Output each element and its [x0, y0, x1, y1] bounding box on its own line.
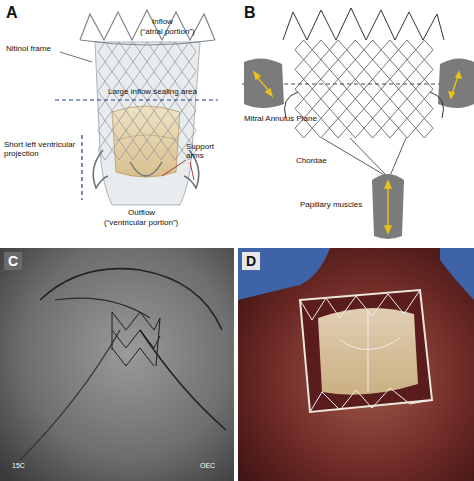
frame-cell	[364, 40, 381, 60]
frame-cell	[330, 79, 347, 99]
panel-letter: B	[244, 4, 256, 22]
frame-cell	[168, 121, 182, 141]
frame-cell	[98, 121, 112, 141]
frame-cell	[312, 40, 329, 60]
frame-cell	[112, 140, 126, 160]
frame-cell	[399, 118, 416, 138]
frame-cell	[364, 118, 381, 138]
frame-cell	[312, 60, 329, 80]
frame-cell	[112, 42, 126, 62]
frame-cell	[112, 121, 126, 141]
frame-cell	[416, 118, 433, 138]
frame-cell	[168, 62, 182, 82]
part-label: Nitinol frame	[6, 44, 51, 53]
frame-cell	[347, 79, 364, 99]
part-label: Outflow	[128, 208, 155, 217]
valve-in-annulus	[242, 8, 474, 239]
frame-cell	[98, 140, 112, 160]
frame-cell	[126, 101, 140, 121]
frame-cell	[399, 60, 416, 80]
frame-cell	[182, 121, 196, 141]
part-label: Mitral Annulus Plane	[244, 114, 328, 123]
frame-cell	[381, 60, 398, 80]
panel-letter: C	[4, 252, 22, 270]
frame-cell	[112, 101, 126, 121]
frame-cell	[347, 40, 364, 60]
image-overlay-text: 15C	[12, 462, 25, 470]
frame-cell	[347, 99, 364, 119]
part-label: Large inflow sealing area	[108, 87, 197, 96]
frame-cell	[154, 140, 168, 160]
frame-cell	[312, 79, 329, 99]
part-label: (“ventricular portion”)	[104, 218, 178, 227]
frame-cell	[399, 40, 416, 60]
frame-cell	[381, 40, 398, 60]
frame-cell	[126, 121, 140, 141]
part-label: Chordae	[296, 156, 327, 165]
frame-cell	[140, 121, 154, 141]
frame-cell	[295, 79, 312, 99]
frame-cell	[154, 62, 168, 82]
frame-cell	[381, 118, 398, 138]
part-label: (“atrial portion”)	[140, 27, 195, 36]
frame-cell	[381, 99, 398, 119]
part-label: Support arms	[186, 142, 232, 160]
frame-cell	[364, 79, 381, 99]
frame-cell	[364, 99, 381, 119]
frame-cell	[140, 62, 154, 82]
frame-cell	[140, 140, 154, 160]
frame-cell	[416, 99, 433, 119]
frame-cell	[416, 79, 433, 99]
part-label: Inflow	[152, 17, 173, 26]
frame-cell	[182, 42, 196, 62]
frame-cell	[154, 101, 168, 121]
frame-cell	[154, 121, 168, 141]
frame-cell	[168, 101, 182, 121]
frame-cell	[112, 62, 126, 82]
frame-cell	[416, 60, 433, 80]
frame-cell	[330, 40, 347, 60]
panel-letter: A	[6, 4, 18, 22]
frame-cell	[399, 79, 416, 99]
frame-cell	[330, 99, 347, 119]
frame-cell	[98, 42, 112, 62]
frame-cell	[168, 42, 182, 62]
part-label: Papillary muscles	[300, 200, 364, 209]
panel-letter: D	[242, 252, 260, 270]
frame-cell	[168, 140, 182, 160]
frame-cell	[140, 101, 154, 121]
frame-cell	[126, 140, 140, 160]
frame-cell	[182, 62, 196, 82]
frame-cell	[182, 101, 196, 121]
frame-cell	[330, 60, 347, 80]
frame-cell	[347, 118, 364, 138]
image-overlay-text: OEC	[200, 462, 215, 470]
part-label: Short left ventricular projection	[4, 140, 78, 158]
frame-cell	[98, 101, 112, 121]
valve-drawing	[55, 10, 218, 205]
frame-cell	[347, 60, 364, 80]
frame-cell	[364, 60, 381, 80]
frame-cell	[399, 99, 416, 119]
explanted-heart-photo	[238, 248, 474, 481]
frame-cell	[295, 40, 312, 60]
frame-cell	[381, 79, 398, 99]
frame-cell	[295, 60, 312, 80]
frame-cell	[98, 62, 112, 82]
frame-cell	[126, 62, 140, 82]
fluoroscopy-image	[0, 248, 234, 481]
frame-cell	[330, 118, 347, 138]
frame-cell	[416, 40, 433, 60]
